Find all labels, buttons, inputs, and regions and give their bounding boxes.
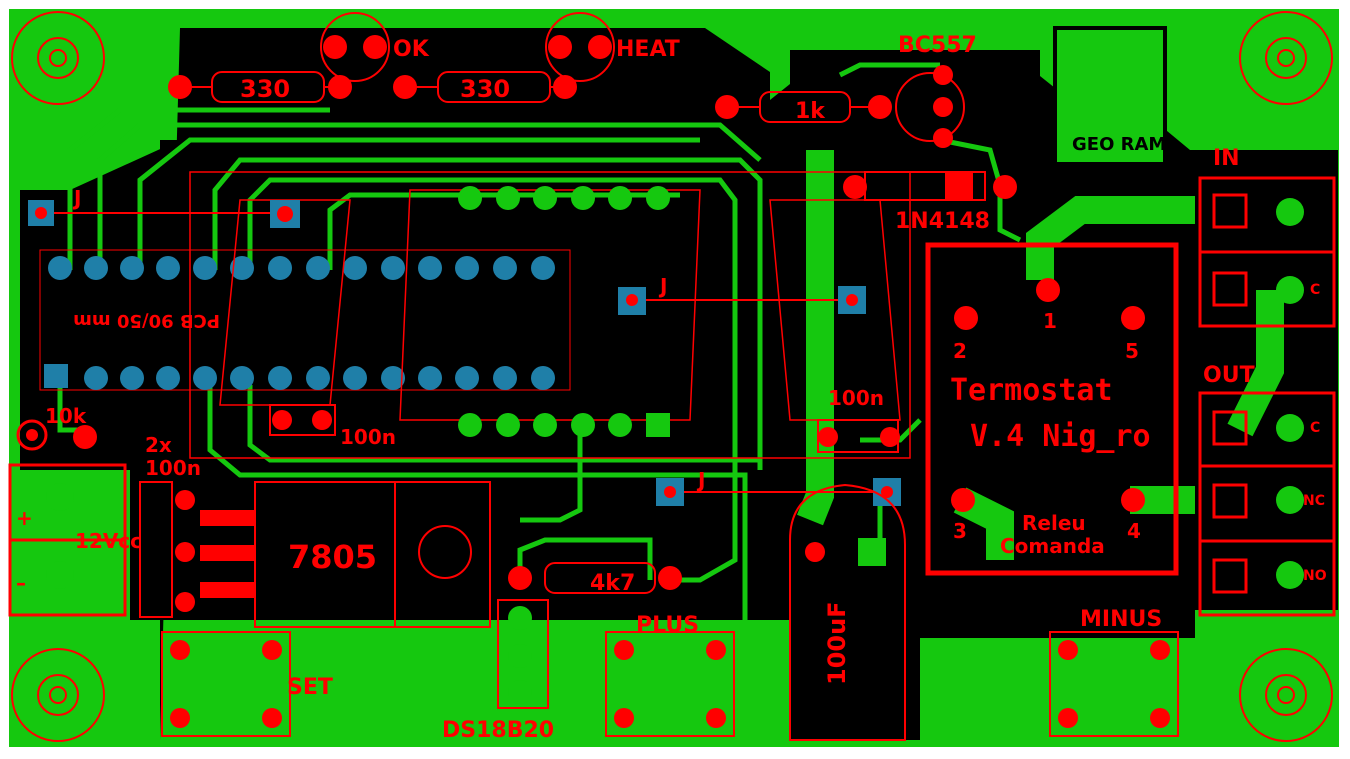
label-plus-sign: + bbox=[16, 506, 33, 530]
label-12vcc: 12Vcc bbox=[75, 529, 142, 553]
label-4k7: 4k7 bbox=[590, 571, 635, 596]
label-7805: 7805 bbox=[288, 538, 377, 576]
label-set: SET bbox=[287, 675, 333, 700]
display-pads bbox=[458, 186, 670, 437]
regulator-7805 bbox=[254, 481, 491, 628]
label-thermostat-version: V.4 Nig_ro bbox=[970, 419, 1151, 454]
mounting-holes bbox=[11, 11, 1333, 742]
label-out: OUT bbox=[1203, 363, 1255, 388]
label-c-in: C bbox=[1310, 282, 1320, 298]
label-pin1: 1 bbox=[1043, 309, 1057, 333]
diode-1n4148 bbox=[864, 171, 986, 201]
geo-ram-logo bbox=[1053, 26, 1167, 166]
label-pcb-size: PCB 90/50 mm bbox=[73, 310, 220, 331]
label-100uf: 100uF bbox=[823, 601, 851, 685]
label-r330-a: 330 bbox=[240, 75, 290, 103]
label-relay-sub: Comanda bbox=[1000, 534, 1105, 558]
relay-outline bbox=[925, 242, 1179, 576]
silkscreen-labels: OK HEAT 330 330 1k BC557 1N4148 IN OUT C… bbox=[16, 33, 1327, 743]
label-100n-c: 100n bbox=[828, 386, 884, 410]
label-pin2: 2 bbox=[953, 339, 967, 363]
label-j1: J bbox=[72, 186, 81, 210]
label-bc557: BC557 bbox=[898, 33, 977, 58]
label-pin5: 5 bbox=[1125, 339, 1139, 363]
label-1n4148: 1N4148 bbox=[895, 209, 990, 234]
label-logo: GEO RAM bbox=[1072, 134, 1166, 155]
label-r10k: 10k bbox=[45, 404, 87, 428]
label-heat: HEAT bbox=[616, 37, 680, 62]
label-pin4: 4 bbox=[1127, 519, 1141, 543]
label-j2: J bbox=[658, 274, 667, 298]
led-footprints bbox=[320, 12, 965, 142]
label-ds18b20: DS18B20 bbox=[442, 718, 554, 743]
screw-terminals bbox=[8, 176, 1336, 617]
label-c-out: C bbox=[1310, 420, 1320, 436]
label-2x: 2x bbox=[145, 433, 172, 457]
regulator-leads bbox=[200, 510, 255, 598]
label-ok: OK bbox=[393, 37, 430, 62]
label-100n-b: 100n bbox=[340, 425, 396, 449]
board-outline bbox=[7, 7, 1341, 749]
label-plus: PLUS bbox=[636, 613, 699, 638]
caps bbox=[139, 404, 1179, 741]
label-j3: J bbox=[696, 468, 705, 492]
label-minus-sign: – bbox=[16, 571, 26, 595]
label-minus: MINUS bbox=[1080, 607, 1162, 632]
label-r1k: 1k bbox=[795, 99, 826, 124]
label-r330-b: 330 bbox=[460, 75, 510, 103]
label-pin3: 3 bbox=[953, 519, 967, 543]
label-in: IN bbox=[1213, 146, 1240, 171]
mcu-footprint bbox=[39, 249, 571, 391]
label-relay: Releu bbox=[1022, 511, 1086, 535]
label-no: NO bbox=[1303, 568, 1327, 584]
jumpers bbox=[28, 200, 901, 506]
label-100n-a: 100n bbox=[145, 456, 201, 480]
through-hole-pads bbox=[16, 35, 1304, 728]
label-thermostat-title: Termostat bbox=[950, 373, 1113, 408]
label-nc: NC bbox=[1303, 493, 1325, 509]
